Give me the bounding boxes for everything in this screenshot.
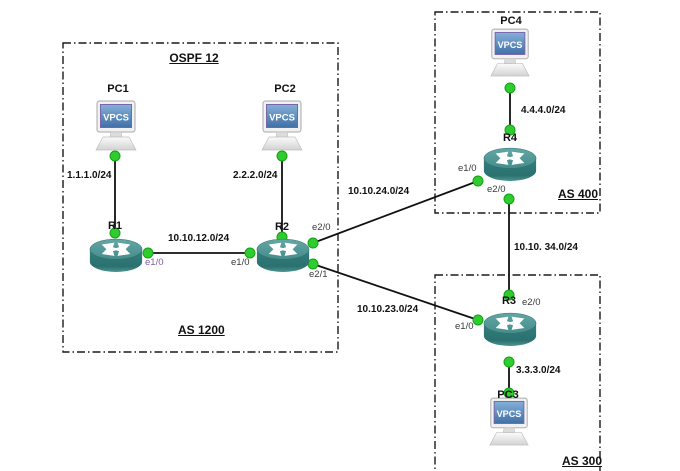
iface-label-r2-e2-1: e2/1 bbox=[309, 269, 328, 280]
iface-label-r4-e2-0: e2/0 bbox=[487, 184, 506, 195]
link-endpoint bbox=[504, 82, 516, 94]
link-endpoint bbox=[472, 314, 484, 326]
pc1-screen-text: VPCS bbox=[103, 113, 129, 124]
r4-device-icon[interactable] bbox=[481, 145, 539, 185]
group-label-as300: AS 300 bbox=[562, 454, 603, 468]
iface-label-r2-e2-0: e2/0 bbox=[312, 222, 331, 233]
pc1-label: PC1 bbox=[107, 83, 129, 95]
link-endpoint bbox=[503, 289, 515, 301]
pc4-label: PC4 bbox=[500, 15, 522, 27]
iface-label-r2-e1-0: e1/0 bbox=[231, 257, 250, 268]
group-box-as400 bbox=[434, 11, 601, 214]
group-label-as400: AS 400 bbox=[558, 187, 599, 201]
group-box-as300 bbox=[434, 274, 601, 471]
iface-label-r4-e1-0: e1/0 bbox=[458, 163, 477, 174]
group-label-as1200: AS 1200 bbox=[178, 323, 225, 337]
iface-label-r1-e1-0: e1/0 bbox=[145, 257, 164, 268]
pc2-device-icon[interactable]: VPCS bbox=[258, 100, 306, 154]
link-endpoint bbox=[142, 247, 154, 259]
pc4-screen-text: VPCS bbox=[498, 40, 523, 50]
link-endpoint bbox=[504, 124, 516, 136]
r2-label: R2 bbox=[274, 221, 290, 233]
r3-label: R3 bbox=[501, 295, 517, 307]
iface-label-r3-e2-0: e2/0 bbox=[522, 297, 541, 308]
subnet-label-r1-r2: 10.10.12.0/24 bbox=[168, 233, 230, 244]
group-title-ospf: OSPF 12 bbox=[169, 51, 219, 65]
link-endpoint bbox=[109, 150, 121, 162]
subnet-label-pc2-r2: 2.2.2.0/24 bbox=[233, 170, 278, 181]
r4-label: R4 bbox=[502, 132, 518, 144]
r3-device-icon[interactable] bbox=[481, 310, 539, 350]
pc2-label: PC2 bbox=[274, 83, 296, 95]
group-box-ospf bbox=[62, 42, 339, 353]
r1-label: R1 bbox=[107, 220, 123, 232]
pc3-screen-text: VPCS bbox=[497, 409, 522, 419]
pc2-screen-text: VPCS bbox=[269, 113, 295, 124]
link-endpoint bbox=[503, 356, 515, 368]
pc4-device-icon[interactable]: VPCS bbox=[487, 28, 533, 80]
pc1-device-icon[interactable]: VPCS bbox=[92, 100, 140, 154]
subnet-label-pc1-r1: 1.1.1.0/24 bbox=[67, 170, 112, 181]
r2-device-icon[interactable] bbox=[254, 236, 312, 276]
link-endpoint bbox=[472, 175, 484, 187]
link-endpoint bbox=[503, 193, 515, 205]
r1-device-icon[interactable] bbox=[87, 236, 145, 276]
pc3-device-icon[interactable]: VPCS bbox=[486, 397, 532, 449]
iface-label-r3-e1-0: e1/0 bbox=[455, 321, 474, 332]
subnet-label-r2-r3: 10.10.23.0/24 bbox=[357, 304, 419, 315]
subnet-label-r3-pc3: 3.3.3.0/24 bbox=[516, 365, 561, 376]
link-r2-r3[interactable] bbox=[312, 263, 479, 321]
link-endpoint bbox=[307, 237, 319, 249]
link-endpoint bbox=[244, 247, 256, 259]
link-endpoint bbox=[276, 150, 288, 162]
subnet-label-r4-pc4: 4.4.4.0/24 bbox=[521, 105, 566, 116]
link-r2-r4[interactable] bbox=[312, 180, 479, 244]
subnet-label-r2-r4: 10.10.24.0/24 bbox=[348, 186, 410, 197]
link-endpoint bbox=[109, 227, 121, 239]
pc3-label: PC3 bbox=[497, 389, 519, 401]
subnet-label-r4-r3: 10.10. 34.0/24 bbox=[514, 242, 578, 253]
